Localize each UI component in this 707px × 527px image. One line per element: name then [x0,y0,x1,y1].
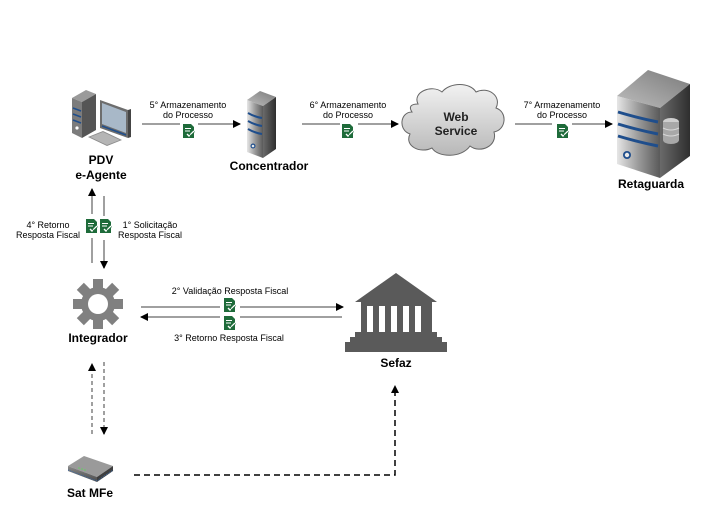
retaguarda-label: Retaguarda [618,177,684,191]
sefaz-label: Sefaz [380,356,411,370]
edge-step7: 7° Armazenamento do Processo [515,100,613,138]
retaguarda-node[interactable]: Retaguarda [617,70,690,191]
sat-mfe-label: Sat MFe [67,486,113,500]
government-building-icon [345,273,447,352]
sat-mfe-node[interactable]: Sat MFe [67,456,113,500]
document-check-icon [342,124,354,138]
document-check-icon [224,316,236,330]
step7-label-line2: do Processo [537,110,587,120]
integrador-node[interactable]: Integrador [68,279,128,345]
document-check-icon [183,124,195,138]
router-device-icon [67,456,114,482]
document-check-icon [100,219,112,233]
step4-label-line1: 4° Retorno [26,220,69,230]
cloud-icon [401,84,505,156]
document-check-icon [86,219,98,233]
step7-label-line1: 7° Armazenamento [524,100,601,110]
step3-label: 3° Retorno Resposta Fiscal [174,333,284,343]
step2-label: 2° Validação Resposta Fiscal [172,286,289,296]
edge-step6: 6° Armazenamento do Processo [302,100,399,138]
step4-label-line2: Resposta Fiscal [16,230,80,240]
web-service-node[interactable]: Web Service [401,84,505,156]
edge-step1: 1° Solicitação Resposta Fiscal [100,196,182,269]
step6-label-line1: 6° Armazenamento [310,100,387,110]
gear-icon [73,279,123,329]
edge-step2: 2° Validação Resposta Fiscal [141,286,344,312]
edge-integrador-satmfe [88,362,108,435]
concentrador-label: Concentrador [230,159,309,173]
web-service-label-line2: Service [435,124,478,138]
concentrador-node[interactable]: Concentrador [230,91,309,173]
desktop-computer-icon [72,90,131,146]
document-check-icon [224,298,236,312]
edge-step5: 5° Armazenamento do Processo [142,100,241,138]
pdv-node[interactable]: PDV e-Agente [72,90,131,182]
web-service-label-line1: Web [443,110,468,124]
step1-label-line1: 1° Solicitação [123,220,178,230]
database-server-icon [617,70,690,178]
edge-step3: 3° Retorno Resposta Fiscal [140,313,342,343]
edge-satmfe-sefaz [134,385,399,476]
document-check-icon [557,124,569,138]
step5-label-line1: 5° Armazenamento [150,100,227,110]
pdv-label-line1: PDV [89,153,114,167]
server-icon [247,91,276,158]
step5-label-line2: do Processo [163,110,213,120]
edge-step4: 4° Retorno Resposta Fiscal [16,188,98,263]
integrador-label: Integrador [68,331,128,345]
pdv-label-line2: e-Agente [75,168,127,182]
step6-label-line2: do Processo [323,110,373,120]
sefaz-node[interactable]: Sefaz [345,273,447,370]
step1-label-line2: Resposta Fiscal [118,230,182,240]
